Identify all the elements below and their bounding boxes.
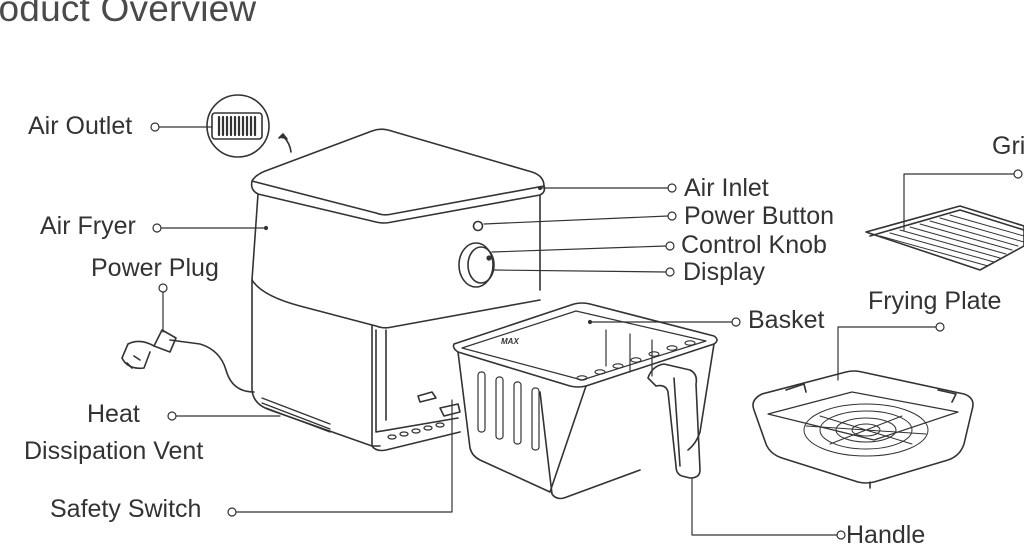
leader-lines [150,122,1023,540]
frying-plate [752,370,974,489]
label-safety-switch: Safety Switch [50,495,202,523]
label-power-button: Power Button [684,202,835,230]
label-handle: Handle [846,521,926,549]
label-dissipation-vent: Dissipation Vent [24,437,204,465]
label-air-inlet: Air Inlet [684,174,769,202]
air-outlet-detail [206,94,292,158]
label-basket: Basket [748,306,825,334]
label-grill: Gri [992,132,1024,160]
grill-rack [865,205,1024,271]
label-control-knob: Control Knob [681,231,827,259]
label-air-outlet: Air Outlet [28,112,133,140]
air-fryer-body [250,128,546,452]
label-frying-plate: Frying Plate [868,287,1002,315]
label-air-fryer: Air Fryer [40,212,136,240]
max-mark: MAX [501,337,519,346]
page-title: roduct Overview [0,0,257,29]
power-plug [121,329,255,393]
label-heat: Heat [87,400,140,428]
basket: MAX [452,302,718,500]
label-power-plug: Power Plug [91,254,219,282]
label-display: Display [683,258,765,286]
